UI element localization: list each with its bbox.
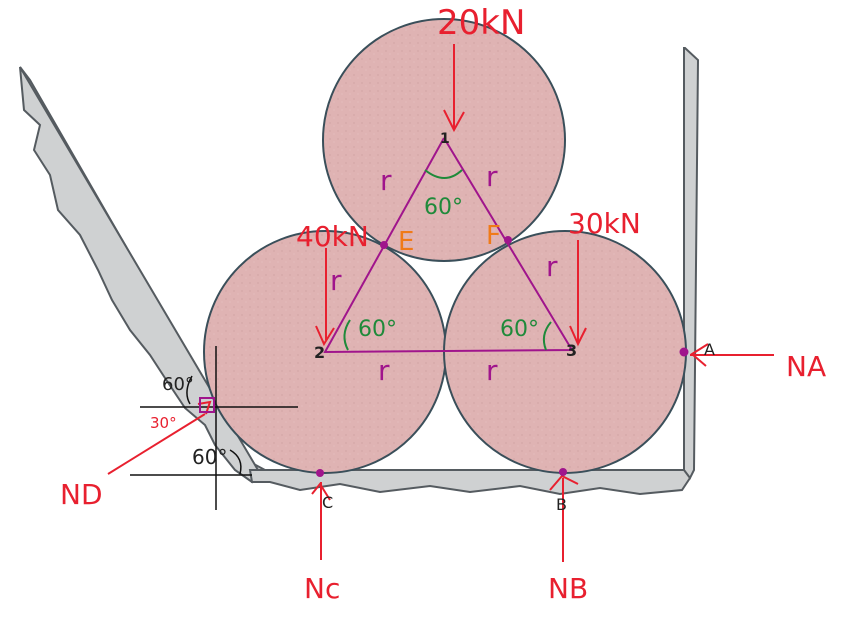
angle-arc-left [343,319,351,351]
point-d-marker [199,397,215,413]
point-a-dot [679,347,689,357]
point-e-dot [380,241,388,249]
point-f-dot [504,236,512,244]
radius-label-6: r [486,354,498,387]
right-wall [683,47,700,480]
radius-label-1: r [380,164,392,197]
angle-left-label: 60° [358,317,397,342]
radius-label-4: r [546,250,558,283]
angle-wall-side-label: 30° [150,414,177,432]
point-f-label: F [486,221,501,251]
center-2-label: 2 [314,343,325,362]
angle-arc-right [542,321,552,351]
left-wall-rough-back [19,66,260,484]
point-c-dot [316,469,324,477]
reaction-a-label: NA [786,350,826,383]
angle-wall-upper-label: 60° [162,374,194,395]
reaction-c-label: Nc [304,572,340,605]
angle-arc-wall-upper [186,375,193,405]
reaction-arrow-a [690,343,774,367]
force-arrow-top [443,44,465,133]
load-left-label: 40kN [296,220,369,253]
cylinder-3 [443,230,687,474]
angle-arc-wall-lower [229,449,242,475]
center-1-label: 1 [440,131,450,147]
floor-wall [248,469,691,496]
angle-arc-top [424,169,463,179]
angle-right-label: 60° [500,317,539,342]
force-arrow-left [315,248,335,347]
point-b-dot [559,468,567,476]
load-top-label: 20kN [437,3,525,43]
point-e-label: E [398,227,414,257]
reaction-d-label: ND [60,478,103,511]
angle-top-label: 60° [424,195,463,220]
point-a-label: A [704,340,715,359]
radius-label-3: r [330,264,342,297]
point-c-label: C [322,493,333,512]
reaction-arrow-b [549,474,579,562]
reaction-arrow-c [311,482,331,560]
reaction-b-label: NB [548,572,588,605]
force-arrow-right [569,240,587,347]
radius-label-2: r [486,160,498,193]
reaction-arrow-d [107,400,212,475]
radius-label-5: r [378,354,390,387]
angle-wall-lower-label: 60° [192,445,227,469]
point-b-label: B [556,495,567,514]
load-right-label: 30kN [568,207,641,240]
center-3-label: 3 [566,341,577,360]
